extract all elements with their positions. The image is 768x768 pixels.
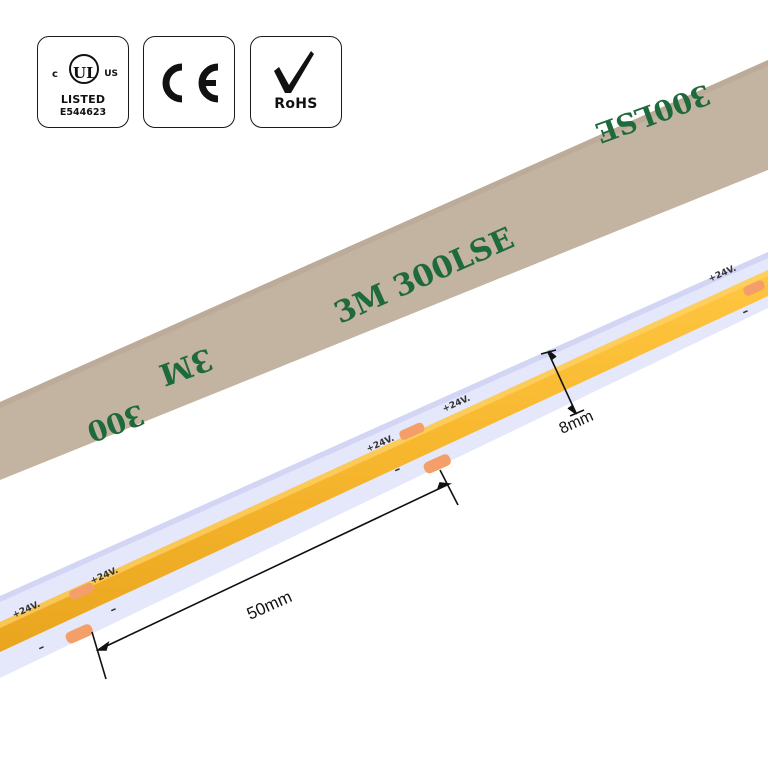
minus-mark: – (36, 640, 47, 655)
solder-pads (65, 280, 765, 644)
ul-code: E544623 (59, 107, 107, 118)
cob-led-line (0, 270, 768, 652)
cut-length-dimension (91, 469, 459, 680)
ul-mark: UL (73, 64, 97, 82)
minus-mark: – (392, 462, 403, 477)
ul-listed-label: LISTED (60, 93, 106, 106)
checkmark-icon (274, 51, 314, 93)
pad (69, 582, 95, 600)
ul-prefix: c (52, 69, 58, 80)
ce-badge (143, 36, 235, 128)
pad (743, 280, 765, 296)
ul-circle-icon (69, 54, 99, 84)
cut-label: 50mm (244, 587, 295, 624)
ul-listed-badge: c UL US LISTED E544623 (37, 36, 129, 128)
width-dimension (540, 349, 585, 417)
minus-mark: – (740, 304, 751, 319)
ce-mark-icon (162, 63, 219, 103)
pad (65, 624, 93, 644)
tape-body (0, 60, 768, 480)
rohs-badge: RoHS (250, 36, 342, 128)
rohs-label: RoHS (274, 96, 318, 112)
adhesive-tape (0, 60, 768, 480)
minus-mark: – (108, 602, 119, 617)
pad (399, 422, 425, 440)
minus-markings: – – – – (36, 304, 751, 655)
pad (423, 454, 451, 474)
ul-suffix: US (104, 69, 118, 79)
led-strip (0, 252, 768, 678)
